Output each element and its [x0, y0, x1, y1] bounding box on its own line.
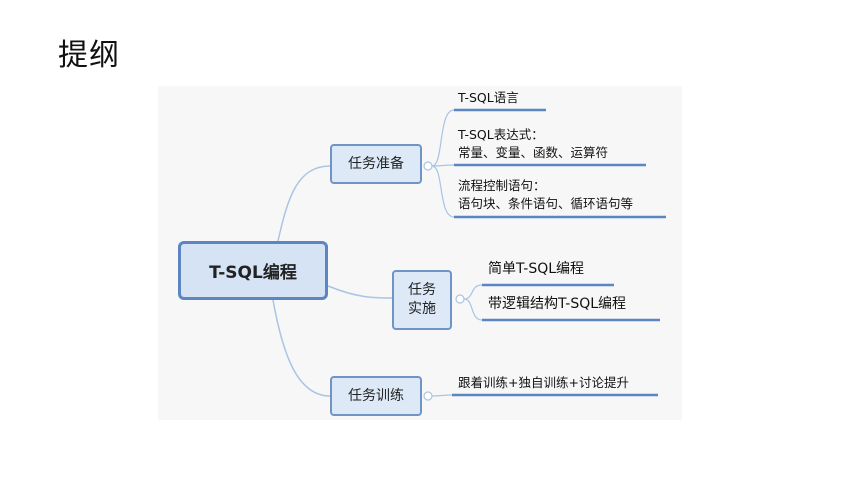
leaf-flow-control: 流程控制语句： 语句块、条件语句、循环语句等: [458, 177, 633, 213]
connector-root-branch-1: [277, 165, 331, 242]
connector-b1-leaf-2: [431, 164, 455, 167]
branch-label-line: 实施: [408, 301, 436, 317]
collapse-toggle-3: [423, 391, 433, 401]
mind-map: T-SQL编程 任务准备 任务 实施 任务训练 T-SQL语言 T-SQL表达式…: [158, 86, 682, 420]
leaf-tsql-language: T-SQL语言: [458, 89, 519, 107]
connector-b2-leaf-2: [463, 298, 483, 321]
branch-node-task-prep[interactable]: 任务准备: [330, 144, 422, 184]
branch-node-task-impl[interactable]: 任务 实施: [392, 270, 452, 330]
branch-label-line: 任务: [408, 282, 436, 298]
leaf-text: T-SQL语言: [458, 90, 519, 105]
leaf-text: 跟着训练+独自训练+讨论提升: [458, 375, 629, 390]
connector-b2-leaf-1: [463, 284, 483, 300]
connector-root-branch-2: [327, 285, 393, 299]
collapse-toggle-2: [455, 294, 465, 304]
root-node[interactable]: T-SQL编程: [178, 241, 328, 300]
leaf-logic-tsql: 带逻辑结构T-SQL编程: [488, 295, 626, 313]
leaf-text: T-SQL表达式：: [458, 127, 544, 142]
mind-map-connectors: [272, 108, 666, 401]
collapse-toggle-1: [423, 161, 433, 171]
leaf-text: 带逻辑结构T-SQL编程: [488, 296, 627, 312]
page-title: 提纲: [58, 38, 120, 73]
connector-b1-leaf-1: [431, 109, 455, 167]
leaf-text: 简单T-SQL编程: [488, 261, 585, 277]
connector-root-branch-3: [272, 299, 331, 397]
connector-b3-leaf-1: [431, 394, 453, 397]
leaf-text: 语句块、条件语句、循环语句等: [458, 196, 634, 211]
leaf-text: 常量、变量、函数、运算符: [458, 145, 609, 160]
branch-node-task-train[interactable]: 任务训练: [330, 376, 422, 416]
leaf-simple-tsql: 简单T-SQL编程: [488, 260, 584, 278]
leaf-training: 跟着训练+独自训练+讨论提升: [458, 374, 629, 392]
leaf-tsql-expressions: T-SQL表达式： 常量、变量、函数、运算符: [458, 126, 608, 162]
connector-b1-leaf-3: [431, 165, 455, 218]
leaf-text: 流程控制语句：: [458, 178, 546, 193]
